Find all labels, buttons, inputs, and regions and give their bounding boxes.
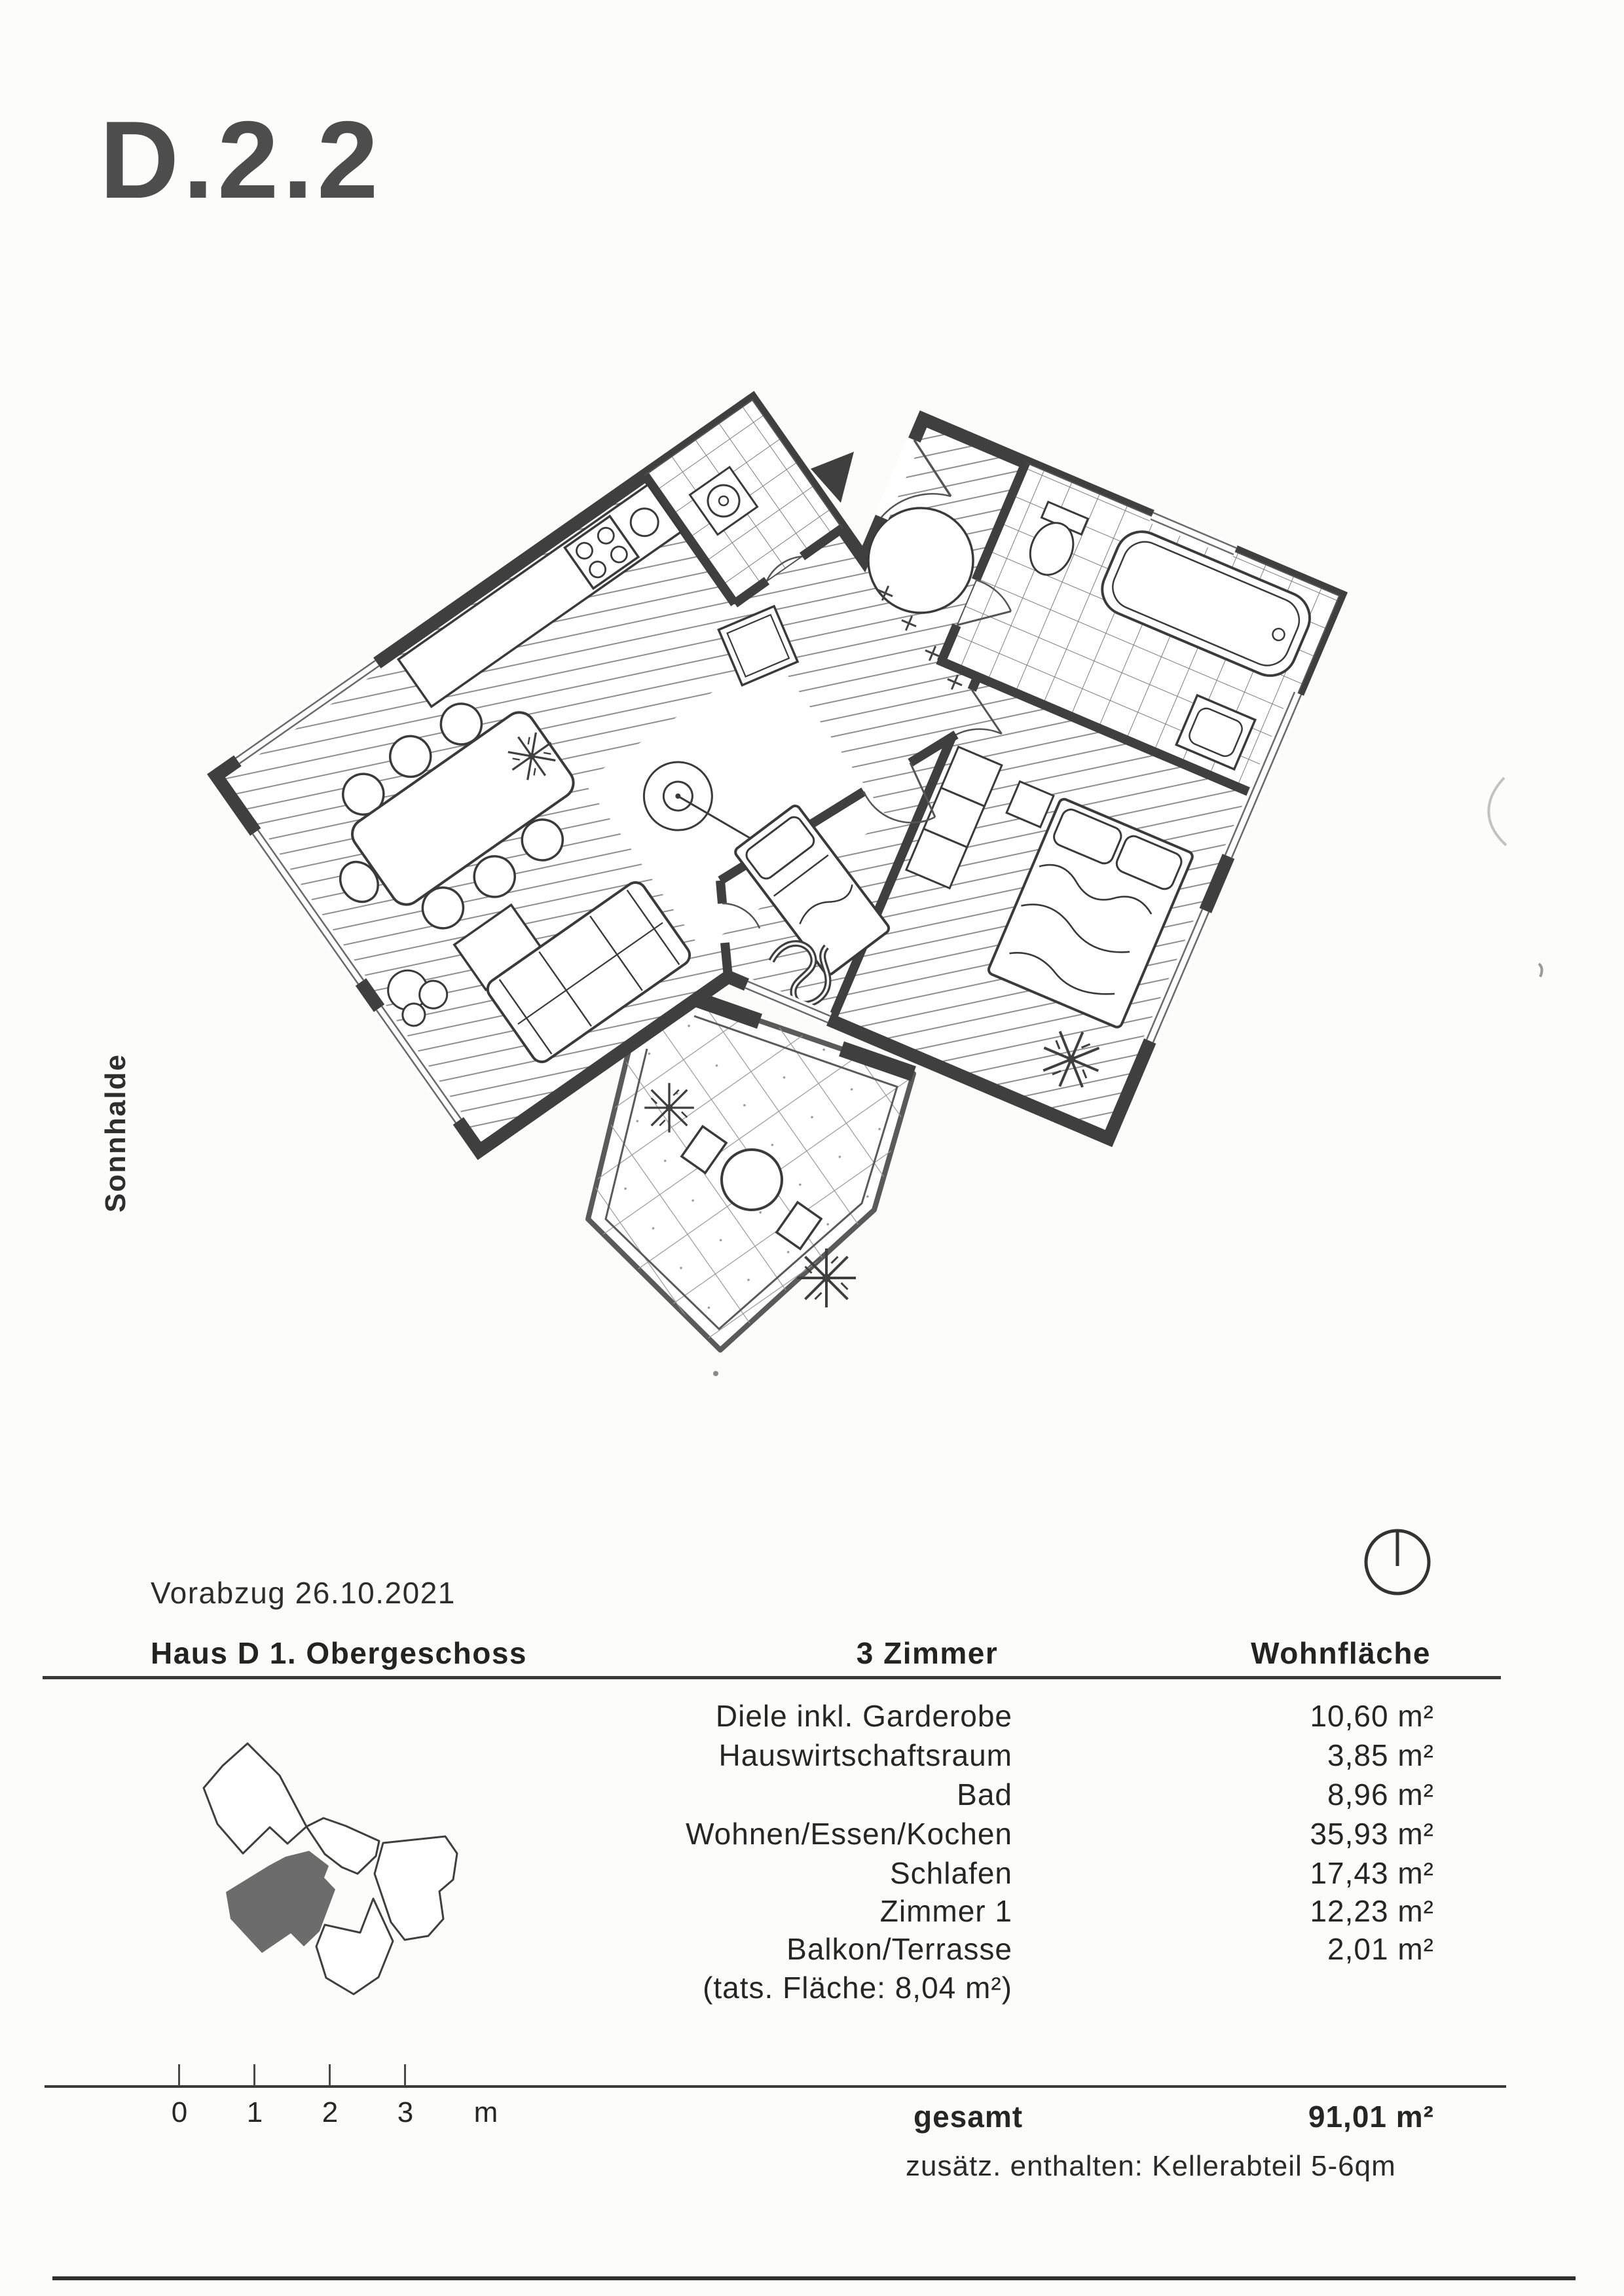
balcony-door [743, 977, 832, 1027]
balcony [585, 986, 916, 1353]
room-row-label: Bad [957, 1777, 1012, 1812]
balcony-chair [775, 1201, 823, 1250]
key-plan-building [202, 1742, 308, 1855]
balcony-wall [839, 1041, 916, 1082]
footer-line [52, 2276, 1576, 2280]
total-area: 91,01 m² [1308, 2100, 1434, 2134]
room-hauswirtschaftsraum [641, 399, 845, 608]
coat-hooks-icon [877, 585, 963, 690]
table-header-rooms: 3 Zimmer [856, 1636, 999, 1670]
sofa [452, 881, 692, 1063]
room-row-area: 2,01 m² [1327, 1932, 1434, 1966]
room-row-label: Balkon/Terrasse [786, 1932, 1012, 1966]
plant-icon [387, 969, 449, 1027]
wardrobe [904, 745, 1003, 890]
window [233, 657, 382, 767]
scale-unit-label: m [473, 2096, 498, 2128]
bed-single [734, 804, 891, 976]
room-row-area: 8,96 m² [1327, 1777, 1434, 1812]
door-arc [766, 555, 803, 581]
window [249, 828, 367, 987]
entrance-door [874, 437, 952, 520]
door-arc [862, 791, 936, 824]
door-arc [975, 579, 1012, 612]
room-zimmer1 [716, 731, 959, 1008]
key-plan-building [305, 1817, 380, 1875]
room-row-area: 17,43 m² [1310, 1856, 1434, 1890]
scale-label: 2 [322, 2096, 339, 2128]
balcony-table [720, 1148, 783, 1211]
dining-table [339, 702, 575, 930]
key-plan-unit-highlight [226, 1851, 335, 1953]
room-row-label: Diele inkl. Garderobe [715, 1699, 1012, 1733]
room-row-label: Hauswirtschaftsraum [718, 1738, 1012, 1772]
window [1149, 509, 1238, 558]
scale-tick [329, 2064, 331, 2086]
room-row-label: (tats. Fläche: 8,04 m²) [703, 1971, 1012, 2005]
scale-tick [404, 2064, 406, 2086]
room-row-label: Schlafen [889, 1856, 1012, 1890]
bathtub-icon [1101, 530, 1311, 677]
door-arc [951, 728, 1003, 738]
plant-icon [796, 1247, 857, 1309]
door-arc [881, 493, 951, 518]
washing-machine-icon [688, 465, 759, 536]
north-indicator-icon [1364, 1529, 1431, 1595]
kitchen-sink-icon [629, 507, 659, 538]
version-note: Vorabzug 26.10.2021 [151, 1576, 456, 1610]
bed-double [987, 797, 1194, 1029]
table-header-area: Wohnfläche [1251, 1636, 1431, 1670]
room-row-label: Wohnen/Essen/Kochen [686, 1817, 1012, 1851]
scale-tick [253, 2064, 255, 2086]
sink-icon [1175, 693, 1257, 771]
scale-label: 1 [246, 2096, 263, 2128]
key-plan-building [373, 1835, 458, 1941]
window [1143, 907, 1213, 1044]
chair [339, 860, 379, 903]
room-row-area: 35,93 m² [1310, 1817, 1434, 1851]
page-artifact-mark [1538, 962, 1543, 977]
balcony-chair [680, 1125, 728, 1175]
scale-label: 0 [171, 2096, 188, 2128]
chair [473, 855, 516, 898]
toilet-icon [1029, 500, 1090, 576]
entrance-arrow-icon [811, 452, 854, 503]
room-row-area: 10,60 m² [1310, 1699, 1434, 1733]
plant-icon [643, 1082, 695, 1134]
room-row-area: 3,85 m² [1327, 1738, 1434, 1772]
total-label: gesamt [913, 2100, 1024, 2134]
scale-label: 3 [397, 2096, 414, 2128]
room-row-label: Zimmer 1 [879, 1894, 1012, 1928]
apartment [207, 391, 1348, 1160]
total-rule [45, 2085, 1506, 2088]
room-row-area: 12,23 m² [1310, 1894, 1434, 1928]
window [1221, 690, 1305, 860]
chair [521, 818, 564, 862]
key-plan [202, 1742, 458, 1995]
armchair [717, 604, 800, 687]
page-artifact-dot [713, 1371, 718, 1376]
nightstand [1005, 780, 1055, 829]
street-label: Sonnhalde [100, 1053, 132, 1212]
kitchen-counter [396, 483, 683, 708]
table-header-location: Haus D 1. Obergeschoss [151, 1636, 527, 1670]
window [373, 1004, 464, 1125]
round-rug [867, 507, 974, 614]
scale-tick [178, 2064, 180, 2086]
header-rule [43, 1676, 1501, 1679]
page-title: D.2.2 [100, 98, 382, 221]
rug [583, 651, 889, 949]
door-arc [722, 902, 761, 929]
toy-track [768, 940, 832, 1008]
cooktop-icon [563, 514, 640, 591]
cellar-note: zusätz. enthalten: Kellerabteil 5-6qm [906, 2150, 1396, 2182]
key-plan-building [315, 1897, 394, 1995]
page-artifact-arc [1487, 776, 1507, 847]
chair [388, 735, 432, 778]
